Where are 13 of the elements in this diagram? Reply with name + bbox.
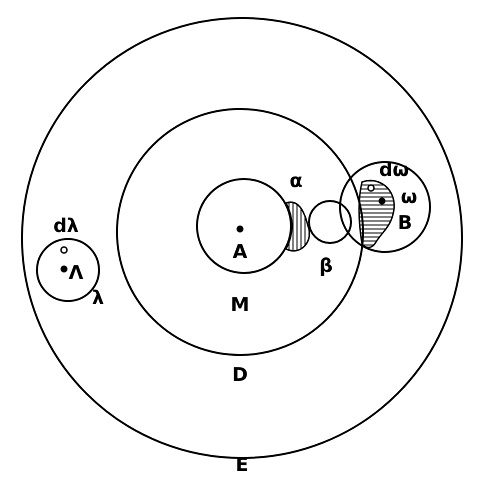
region-label: α — [289, 171, 303, 191]
circle — [21, 17, 463, 459]
circle — [339, 161, 431, 253]
region-label: B — [398, 213, 412, 233]
region-label: A — [232, 242, 248, 262]
region-label: β — [319, 256, 333, 276]
point-label: dλ — [53, 216, 79, 236]
circle — [308, 200, 352, 244]
region-label: ω — [400, 187, 418, 207]
region-label: λ — [92, 288, 104, 308]
point-label: Λ — [68, 263, 84, 283]
region-label: M — [230, 295, 250, 315]
region-label: D — [232, 365, 248, 385]
